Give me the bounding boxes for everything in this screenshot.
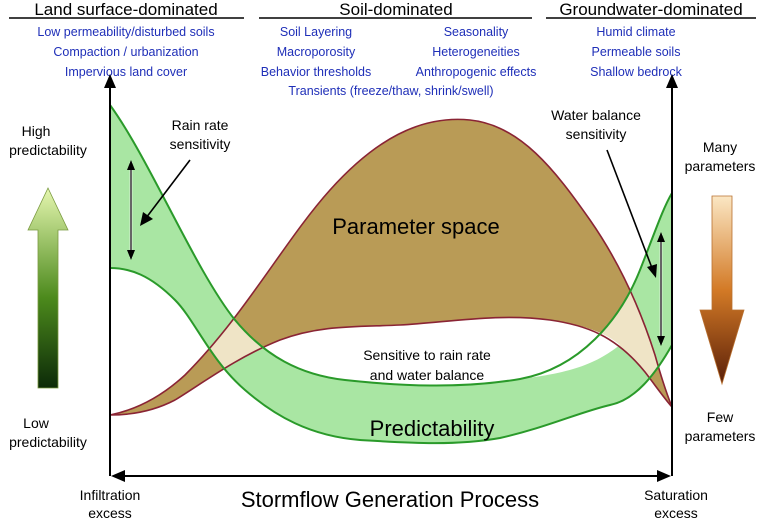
- water-balance-label-1: Water balance: [551, 107, 641, 123]
- land-item-2: Compaction / urbanization: [53, 45, 198, 59]
- x-axis-right-arrowhead: [657, 470, 671, 482]
- water-balance-label-2: sensitivity: [566, 126, 627, 142]
- water-balance-range-bottom: [657, 336, 665, 346]
- parameter-space-label: Parameter space: [332, 214, 500, 239]
- many-parameters-label-1: Many: [703, 139, 737, 155]
- rain-rate-range-bottom: [127, 250, 135, 260]
- soil-item-left-3: Behavior thresholds: [261, 65, 371, 79]
- rain-rate-pointer-head: [140, 212, 153, 226]
- sensitive-region: [270, 317, 620, 386]
- x-axis-title: Stormflow Generation Process: [241, 487, 539, 512]
- right-axis-arrowhead: [666, 74, 678, 88]
- rain-rate-pointer: [145, 159, 191, 219]
- gw-item-1: Humid climate: [596, 25, 675, 39]
- infiltration-label-2: excess: [88, 505, 132, 521]
- predictability-outline-top: [109, 104, 673, 387]
- saturation-label-2: excess: [654, 505, 698, 521]
- land-item-3: Impervious land cover: [65, 65, 187, 79]
- water-balance-pointer-head: [647, 264, 657, 278]
- low-predictability-label-2: predictability: [9, 434, 87, 450]
- water-balance-pointer: [606, 149, 653, 269]
- predictability-up-arrow: [27, 187, 69, 389]
- rain-rate-label-1: Rain rate: [172, 117, 229, 133]
- high-predictability-label-2: predictability: [9, 142, 87, 158]
- soil-header: Soil-dominated: [339, 0, 452, 19]
- few-parameters-label-1: Few: [707, 409, 734, 425]
- x-axis-left-arrowhead: [111, 470, 125, 482]
- soil-item-right-3: Anthropogenic effects: [416, 65, 537, 79]
- parameter-space-outline-top: [109, 118, 673, 416]
- rain-rate-range-top: [127, 160, 135, 170]
- gw-item-2: Permeable soils: [592, 45, 681, 59]
- soil-item-left-2: Macroporosity: [277, 45, 356, 59]
- infiltration-label-1: Infiltration: [80, 487, 141, 503]
- land-item-1: Low permeability/disturbed soils: [37, 25, 214, 39]
- predictability-band: [110, 105, 672, 444]
- water-balance-range-top: [657, 232, 665, 242]
- soil-item-right-1: Seasonality: [444, 25, 509, 39]
- parameter-space-outline-bottom: [109, 316, 673, 416]
- high-predictability-label-1: High: [22, 123, 51, 139]
- predictability-outline-bottom: [109, 267, 673, 445]
- low-predictability-label-1: Low: [23, 415, 50, 431]
- soil-item-left-1: Soil Layering: [280, 25, 352, 39]
- groundwater-header: Groundwater-dominated: [559, 0, 742, 19]
- rain-rate-label-2: sensitivity: [170, 136, 231, 152]
- soil-item-bottom: Transients (freeze/thaw, shrink/swell): [288, 84, 493, 98]
- few-parameters-label-2: parameters: [685, 428, 756, 444]
- predictability-label: Predictability: [370, 416, 495, 441]
- many-parameters-label-2: parameters: [685, 158, 756, 174]
- parameters-down-arrow: [699, 195, 745, 386]
- saturation-label-1: Saturation: [644, 487, 708, 503]
- soil-item-right-2: Heterogeneities: [432, 45, 520, 59]
- land-surface-header: Land surface-dominated: [34, 0, 217, 19]
- sensitive-label-1: Sensitive to rain rate: [363, 347, 491, 363]
- gw-item-3: Shallow bedrock: [590, 65, 682, 79]
- left-axis-arrowhead: [104, 74, 116, 88]
- sensitive-label-2: and water balance: [370, 367, 485, 383]
